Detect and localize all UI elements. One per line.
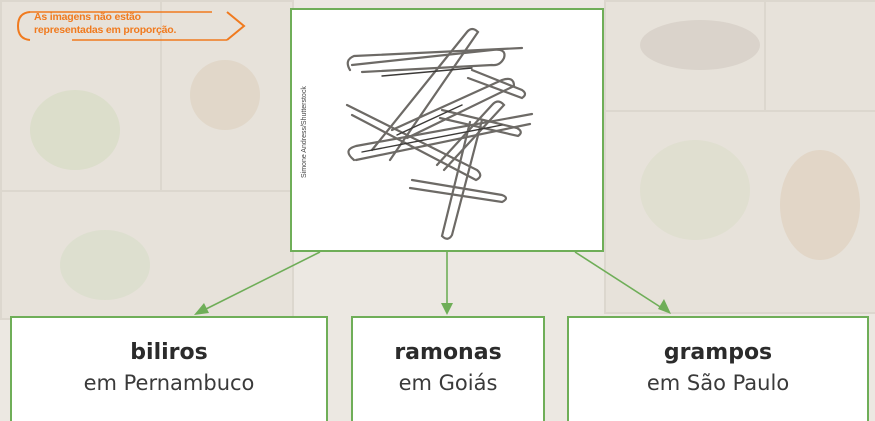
note-line-1: As imagens não estão [34,11,141,23]
arrowhead-center [441,303,453,315]
term-place: em Pernambuco [83,371,255,395]
arrow-left [199,251,321,313]
term-word: biliros [130,340,208,365]
term-box-grampos: grampos em São Paulo [567,316,869,421]
term-box-biliros: biliros em Pernambuco [10,316,328,421]
term-place: em Goiás [398,371,498,395]
arrowhead-right [658,299,671,314]
note-line-2: representadas em proporção. [34,24,177,36]
hairpins-photo: Simone Andress/Shutterstock [290,8,604,252]
arrowhead-left [194,303,209,315]
arrow-right [574,251,666,311]
proportion-note: As imagens não estão representadas em pr… [12,9,252,43]
hairpins-icon [345,27,534,240]
term-word: grampos [663,340,773,365]
term-word: ramonas [394,340,502,365]
term-place: em São Paulo [646,371,790,395]
term-box-ramonas: ramonas em Goiás [351,316,545,421]
